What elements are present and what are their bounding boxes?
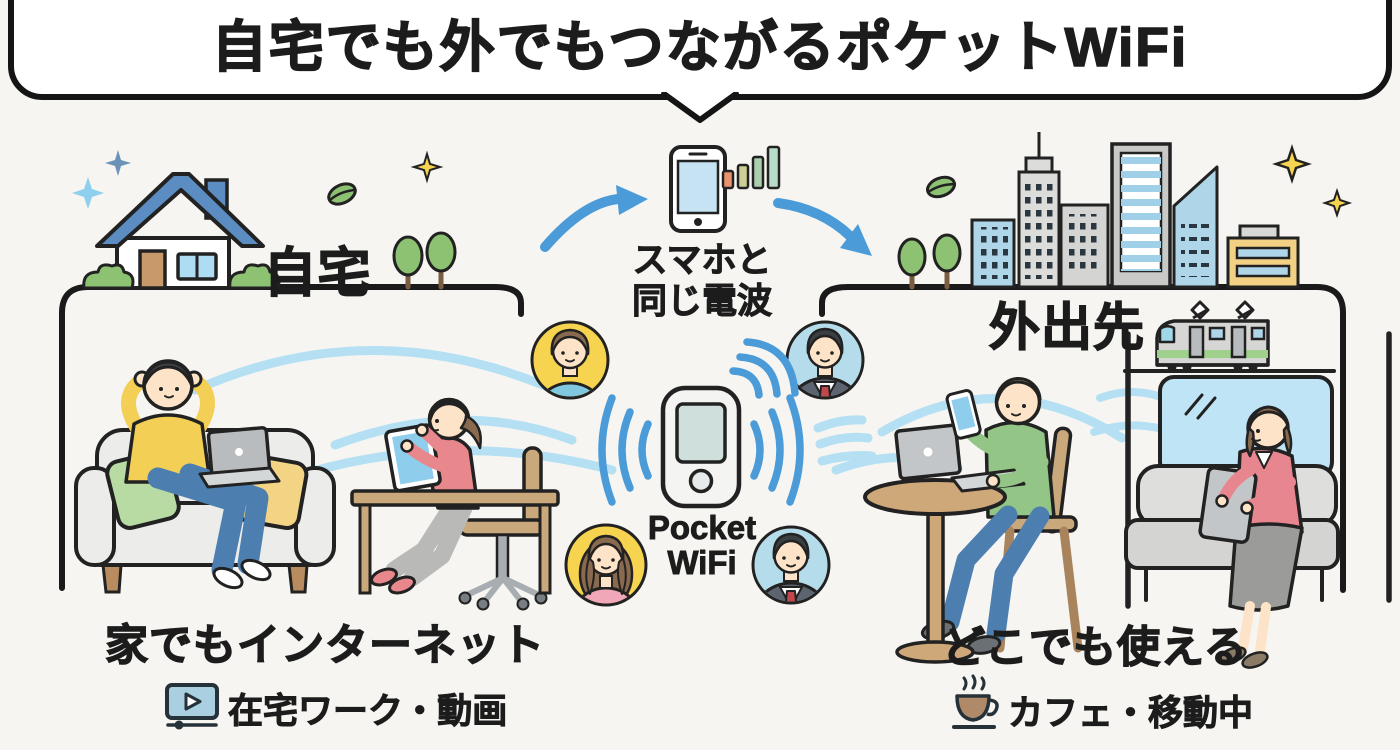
- device-label-line1: Pocket: [647, 509, 757, 546]
- wifi-swoosh-lines: [190, 346, 1127, 477]
- title-banner: 自宅でも外でもつながるポケットWiFi: [8, 0, 1392, 100]
- outside-caption: どこでも使える: [942, 623, 1248, 672]
- coffee-cup-icon: [952, 674, 999, 729]
- cafe-scene: [863, 377, 1083, 664]
- home-bracket: [59, 284, 524, 591]
- avatar-businessman-bottom: [751, 525, 831, 605]
- smartphone-icon: [669, 145, 727, 233]
- train-interior-scene: [1090, 331, 1392, 669]
- home-detail: 在宅ワーク・動画: [228, 692, 508, 732]
- home-label: 自宅: [263, 243, 372, 303]
- sparkles-right: [1272, 144, 1353, 219]
- house-icon: [82, 172, 281, 290]
- city-buildings-icon: [970, 132, 1300, 289]
- train-icon: [1123, 300, 1336, 373]
- home-caption: 家でもインターネット: [104, 621, 545, 670]
- device-label: Pocket WiFi: [612, 509, 792, 581]
- wifi-waves-icon: [598, 338, 804, 506]
- arrow-right-icon: [773, 198, 872, 256]
- sparkles-left: [72, 150, 444, 209]
- city-trees-icon: [897, 233, 962, 290]
- banner-notch: [661, 92, 739, 123]
- wave-label-line1: スマホと: [632, 241, 772, 281]
- device-label-line2: WiFi: [667, 544, 737, 581]
- arrow-left-icon: [540, 185, 648, 252]
- outside-detail: カフェ・移動中: [1008, 694, 1254, 734]
- avatar-woman: [564, 523, 648, 607]
- sparkle-icon: [1272, 144, 1312, 184]
- wave-label-line2: 同じ電波: [631, 282, 773, 322]
- video-player-icon: [165, 683, 219, 730]
- leaf-left-icon: [327, 182, 357, 206]
- signal-bars-icon: [721, 145, 781, 190]
- sparkle-icon: [410, 150, 444, 184]
- leaf-right-icon: [925, 175, 957, 199]
- desk-scene: [350, 397, 560, 611]
- page-title: 自宅でも外でもつながるポケットWiFi: [211, 15, 1189, 79]
- outside-label: 外出先: [988, 298, 1145, 356]
- home-trees-icon: [392, 231, 457, 290]
- pocket-wifi-device-icon: [660, 385, 742, 509]
- wave-label: スマホと 同じ電波: [597, 240, 807, 322]
- sparkle-icon: [1321, 187, 1353, 219]
- avatar-businessman-top: [785, 320, 865, 400]
- sparkle-icon: [72, 177, 104, 209]
- avatar-boy: [530, 320, 610, 400]
- sofa-scene: [74, 359, 336, 594]
- sparkle-icon: [105, 150, 131, 176]
